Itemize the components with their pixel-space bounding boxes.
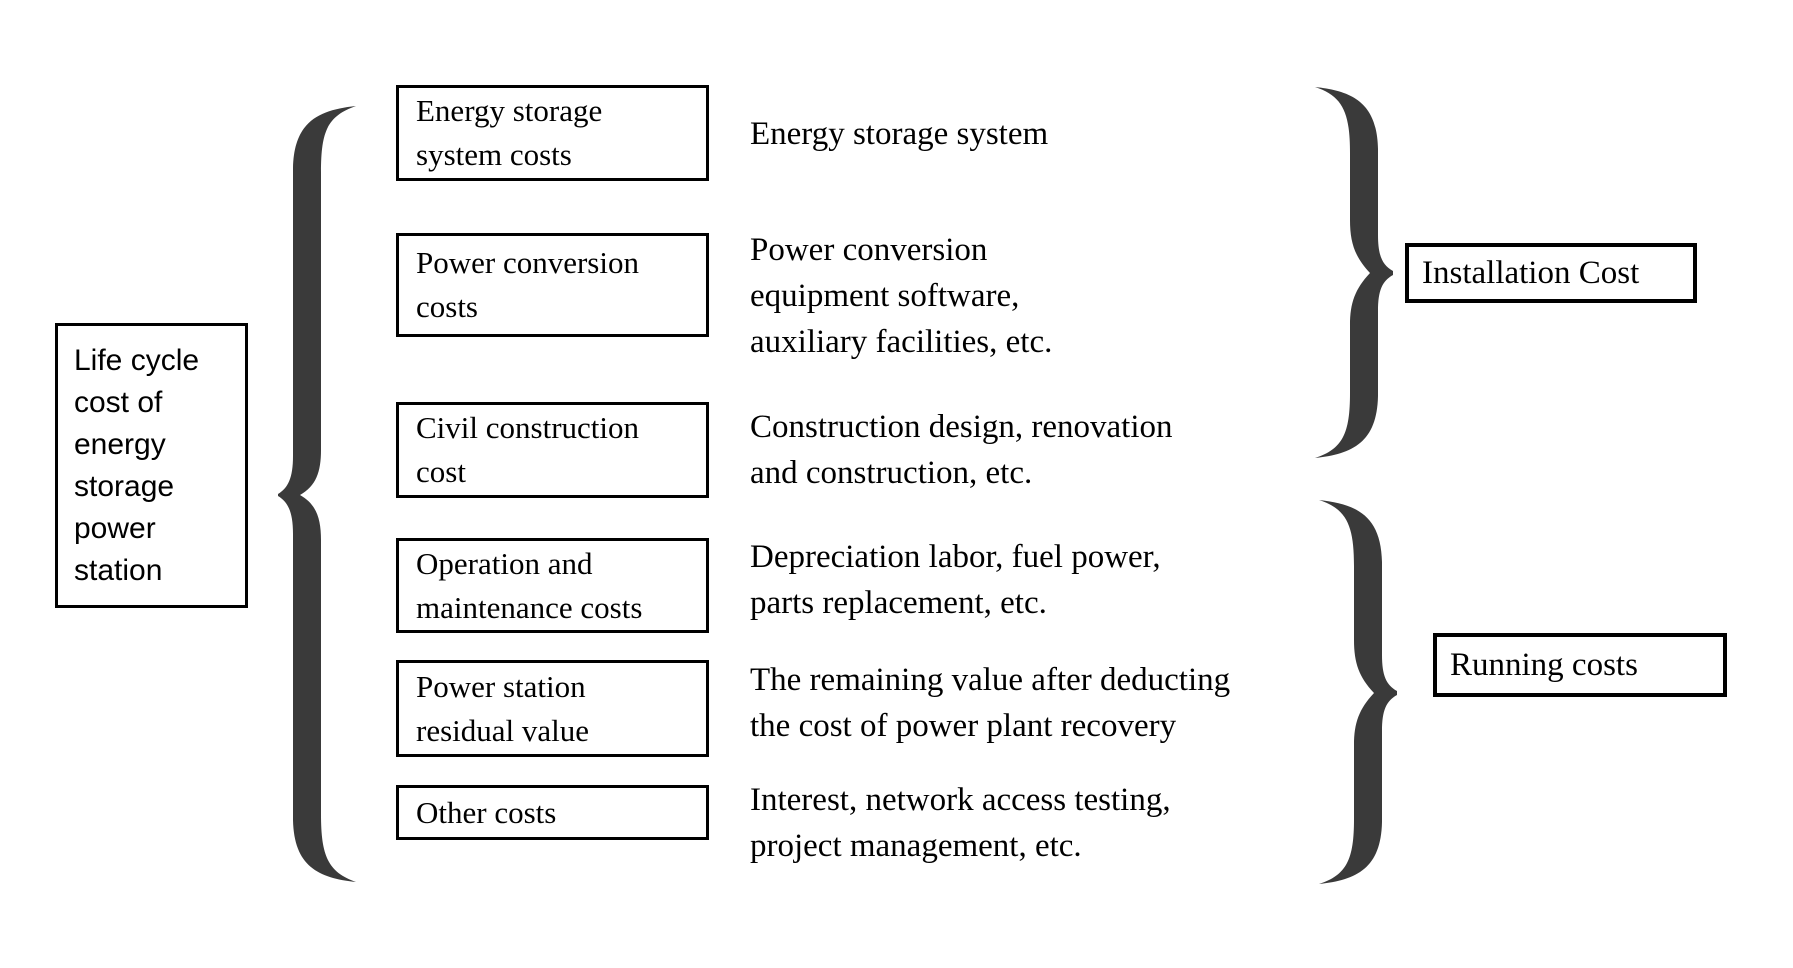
root-box-life-cycle-cost: Life cycle cost of energy storage power … [55,323,248,608]
category-box-energy-storage-system-costs: Energy storage system costs [396,85,709,181]
category-box-other-costs: Other costs [396,785,709,840]
running-costs-brace [1319,500,1397,884]
category-box-civil-construction-cost: Civil construction cost [396,402,709,498]
description-power-conversion: Power conversion equipment software, aux… [750,232,1053,360]
description-civil-construction: Construction design, renovation and cons… [750,409,1173,491]
left-curly-brace [278,106,356,882]
category-box-power-conversion-costs: Power conversion costs [396,233,709,337]
category-box-operation-maintenance-costs: Operation and maintenance costs [396,538,709,633]
description-other-costs: Interest, network access testing, projec… [750,782,1171,864]
group-box-running-costs: Running costs [1433,633,1727,697]
description-residual-value: The remaining value after deducting the … [750,662,1231,744]
category-box-power-station-residual-value: Power station residual value [396,660,709,757]
group-box-installation-cost: Installation Cost [1405,243,1697,303]
installation-cost-brace [1315,87,1393,458]
description-operation-maintenance: Depreciation labor, fuel power, parts re… [750,539,1161,621]
description-energy-storage-system: Energy storage system [750,116,1049,152]
